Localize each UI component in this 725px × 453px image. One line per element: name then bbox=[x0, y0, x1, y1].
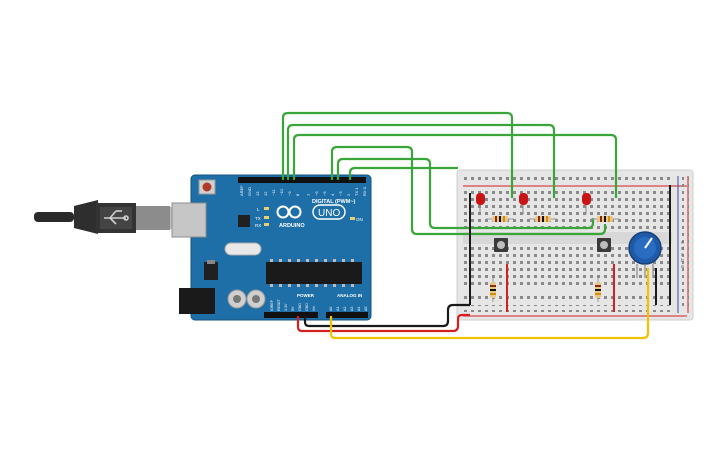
dc-power-jack bbox=[179, 288, 215, 314]
svg-text:~11: ~11 bbox=[271, 189, 276, 196]
green-wires bbox=[281, 111, 618, 236]
svg-text:4: 4 bbox=[330, 193, 335, 196]
wire-a0 bbox=[329, 268, 650, 340]
svg-text:2: 2 bbox=[346, 193, 351, 196]
l-label: L bbox=[257, 207, 260, 212]
svg-text:UNO: UNO bbox=[318, 208, 340, 219]
voltage-regulator bbox=[204, 262, 218, 280]
analog-label: ANALOG IN bbox=[337, 293, 362, 298]
resistor-3 bbox=[591, 216, 619, 222]
row-label: d bbox=[681, 246, 684, 252]
breadboard: a b c d e bbox=[456, 169, 694, 321]
resistor-4 bbox=[490, 278, 496, 302]
svg-text:RX 0: RX 0 bbox=[362, 186, 367, 196]
row-label: a bbox=[681, 264, 684, 270]
wire-pin2 bbox=[348, 166, 458, 180]
wire-5v bbox=[296, 313, 470, 333]
arduino-board: AREF GND 13 12 ~11 ~10 ~9 8 7 ~6 ~5 4 ~3… bbox=[171, 174, 372, 321]
svg-text:7: 7 bbox=[306, 193, 311, 196]
row-label: b bbox=[681, 258, 684, 264]
row-label: e bbox=[681, 240, 684, 246]
svg-text:IOREF: IOREF bbox=[270, 299, 274, 311]
wire-pin4 bbox=[336, 157, 595, 230]
rx-label: RX bbox=[255, 223, 261, 228]
svg-text:AREF: AREF bbox=[239, 185, 244, 196]
svg-text:A0: A0 bbox=[329, 307, 333, 311]
analog-pin-labels: A0 A1 A2 A3 A4 A5 bbox=[329, 307, 368, 311]
power-wires bbox=[296, 268, 650, 340]
svg-text:TX 1: TX 1 bbox=[354, 187, 359, 196]
push-button-1[interactable] bbox=[494, 238, 508, 252]
breadboard-jumpers bbox=[506, 264, 615, 312]
wire-pin6 bbox=[330, 145, 607, 236]
led-2 bbox=[519, 193, 528, 214]
resistor-1 bbox=[486, 216, 514, 222]
svg-text:GND: GND bbox=[298, 303, 302, 311]
resistor-5 bbox=[595, 278, 601, 302]
svg-text:3.3V: 3.3V bbox=[284, 303, 288, 311]
svg-text:A3: A3 bbox=[350, 307, 354, 311]
digital-label: DIGITAL (PWM~) bbox=[312, 199, 356, 205]
led-3 bbox=[582, 193, 591, 214]
resistor-2 bbox=[529, 216, 557, 222]
wire-pin11 bbox=[286, 123, 556, 198]
svg-text:~6: ~6 bbox=[314, 191, 319, 196]
breadboard-black-jumpers bbox=[469, 185, 671, 305]
wire-gnd bbox=[303, 303, 470, 328]
svg-text:GND: GND bbox=[305, 303, 309, 311]
wire-pin13 bbox=[281, 111, 514, 198]
svg-text:13: 13 bbox=[255, 191, 260, 196]
row-label: c bbox=[681, 252, 684, 258]
usb-jack bbox=[171, 202, 207, 238]
svg-text:~5: ~5 bbox=[322, 191, 327, 196]
svg-text:A1: A1 bbox=[336, 307, 340, 311]
svg-text:ARDUINO: ARDUINO bbox=[279, 223, 305, 229]
digital-pin-labels: AREF GND 13 12 ~11 ~10 ~9 8 7 ~6 ~5 4 ~3… bbox=[239, 185, 367, 196]
digital-header bbox=[238, 177, 366, 183]
crystal-oscillator bbox=[224, 242, 262, 256]
usb-cable bbox=[34, 200, 194, 234]
svg-text:5V: 5V bbox=[291, 306, 295, 311]
svg-text:~3: ~3 bbox=[338, 191, 343, 196]
analog-header bbox=[326, 312, 368, 318]
power-pin-labels: IOREF RESET 3.3V 5V GND GND Vin bbox=[270, 298, 316, 311]
arduino-logo: ARDUINO bbox=[276, 205, 305, 229]
svg-text:~9: ~9 bbox=[287, 191, 292, 196]
power-label: POWER bbox=[297, 293, 315, 298]
on-label: ON bbox=[356, 217, 363, 222]
tx-label: TX bbox=[255, 216, 261, 221]
power-header bbox=[264, 312, 318, 318]
microcontroller-chip bbox=[266, 262, 362, 284]
wire-pin10 bbox=[292, 133, 618, 198]
uno-badge: UNO bbox=[312, 204, 346, 220]
potentiometer-knob[interactable] bbox=[628, 231, 662, 278]
svg-text:A2: A2 bbox=[343, 307, 347, 311]
svg-text:~10: ~10 bbox=[279, 188, 284, 196]
svg-text:A5: A5 bbox=[364, 307, 368, 311]
svg-text:12: 12 bbox=[263, 191, 268, 196]
push-button-2[interactable] bbox=[597, 238, 611, 252]
svg-text:GND: GND bbox=[247, 187, 252, 196]
svg-text:8: 8 bbox=[295, 193, 300, 196]
svg-text:RESET: RESET bbox=[277, 298, 281, 311]
svg-text:A4: A4 bbox=[357, 307, 361, 311]
svg-text:Vin: Vin bbox=[312, 306, 316, 311]
led-1 bbox=[476, 193, 485, 214]
